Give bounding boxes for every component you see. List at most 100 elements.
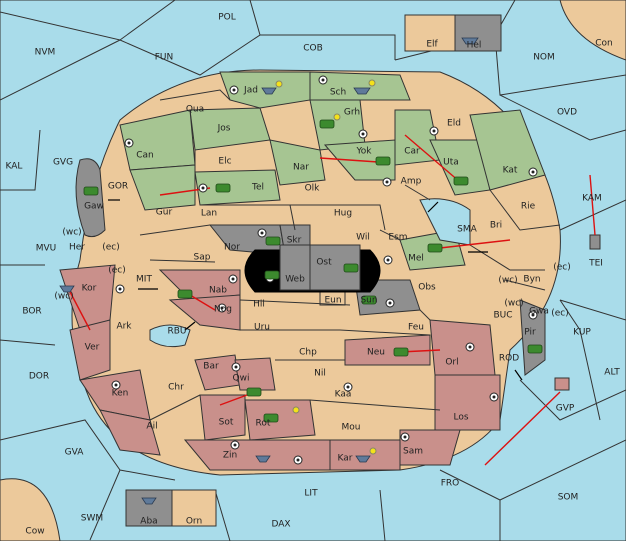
label-ail: Ail (146, 422, 157, 432)
land-yok[interactable] (323, 139, 396, 181)
land-kar[interactable] (329, 439, 401, 471)
land-tei[interactable] (589, 234, 601, 250)
label-wil: Wil (356, 233, 370, 243)
label-esm: Esm (388, 233, 407, 243)
label-lan: Lan (201, 209, 217, 219)
fleet-kar[interactable] (355, 455, 371, 463)
label-byn: Byn (523, 275, 540, 285)
label-kal: KAL (6, 162, 23, 172)
army-sun[interactable] (361, 295, 377, 305)
label-fro: FRO (441, 479, 460, 489)
army-tel[interactable] (215, 183, 231, 193)
star-icon (369, 447, 377, 455)
label-sma: SMA (457, 225, 477, 235)
land-ver[interactable] (69, 319, 111, 381)
label-mou: Mou (342, 423, 361, 433)
army-pir[interactable] (527, 344, 543, 354)
land-elf[interactable] (404, 14, 456, 52)
land-gaw[interactable] (75, 158, 106, 238)
army-neu[interactable] (393, 347, 409, 357)
label-ec4: (ec) (551, 309, 569, 319)
label-gaw: Gaw (84, 202, 104, 212)
label-rbu: RBU (167, 327, 186, 337)
land-sch[interactable] (309, 71, 411, 101)
label-jos: Jos (217, 124, 231, 134)
land-orn[interactable] (171, 489, 217, 527)
land-sam[interactable] (399, 429, 461, 466)
label-hil: Hil (253, 300, 265, 310)
land-tel[interactable] (194, 169, 281, 206)
label-eun: Eun (324, 296, 341, 306)
land-orl[interactable] (429, 319, 496, 376)
label-kor: Kor (82, 284, 97, 294)
land-sot[interactable] (199, 394, 246, 441)
label-web: Web (285, 275, 305, 285)
label-uta: Uta (443, 158, 459, 168)
label-chr: Chr (168, 383, 184, 393)
army-nor[interactable] (265, 236, 281, 246)
army-uta[interactable] (453, 176, 469, 186)
fleet-sch[interactable] (353, 87, 371, 95)
label-ken: Ken (112, 389, 129, 399)
army-rot[interactable] (263, 413, 279, 423)
label-aba: Aba (140, 517, 157, 527)
connectors (108, 199, 523, 381)
label-alt: ALT (604, 368, 620, 378)
army-gaw[interactable] (83, 186, 99, 196)
land-neu[interactable] (344, 334, 431, 366)
sea-rbu[interactable] (149, 324, 191, 348)
land-nar[interactable] (269, 139, 326, 186)
label-amp: Amp (401, 177, 422, 187)
label-can: Can (136, 151, 154, 161)
army-yok[interactable] (375, 156, 391, 166)
fleet-jad[interactable] (261, 87, 277, 95)
fleet-zin[interactable] (255, 455, 271, 463)
land-zin[interactable] (183, 439, 331, 471)
label-hug: Hug (334, 209, 352, 219)
label-con: Con (595, 39, 613, 49)
label-obs: Obs (418, 283, 436, 293)
label-sam: Sam (403, 447, 423, 457)
army-ost[interactable] (343, 263, 359, 273)
units (83, 119, 543, 423)
army-mel[interactable] (427, 243, 443, 253)
army-nog[interactable] (177, 289, 193, 299)
army-web[interactable] (264, 270, 280, 280)
star-icon (368, 79, 376, 87)
label-orn: Orn (186, 517, 202, 527)
label-elc: Elc (218, 157, 231, 167)
label-pir: Pir (524, 328, 536, 338)
fleet-hel[interactable] (461, 37, 479, 45)
label-ovd: OVD (557, 108, 577, 118)
army-qwi[interactable] (246, 387, 262, 397)
label-qua: Qua (186, 105, 204, 115)
fleet-kor[interactable] (59, 285, 75, 293)
land-kat[interactable] (469, 109, 546, 191)
land-hel[interactable] (454, 14, 502, 52)
label-bor: BOR (22, 307, 41, 317)
label-jad: Jad (243, 86, 258, 96)
label-mit: MIT (136, 275, 152, 285)
label-gur: Gur (156, 208, 173, 218)
label-yok: Yok (355, 147, 372, 157)
land-gvp[interactable] (554, 377, 570, 391)
label-wc3: (wc) (54, 292, 73, 302)
label-feu: Feu (408, 323, 424, 333)
label-grh: Grh (344, 108, 360, 118)
label-her: Her (69, 243, 85, 253)
fleet-aba[interactable] (141, 497, 157, 505)
label-nvm: NVM (35, 48, 56, 58)
land-ail[interactable] (99, 409, 161, 456)
label-cow: Cow (25, 527, 44, 537)
label-qwi: Qwi (233, 374, 250, 384)
land-los[interactable] (434, 374, 501, 431)
land-pir[interactable] (519, 299, 546, 376)
label-kar: Kar (338, 454, 353, 464)
army-grh[interactable] (319, 119, 335, 129)
land-qwi[interactable] (234, 357, 276, 391)
label-pol: POL (218, 13, 236, 23)
label-kam: KAM (582, 194, 602, 204)
label-kat: Kat (503, 166, 518, 176)
label-rie: Rie (521, 202, 536, 212)
